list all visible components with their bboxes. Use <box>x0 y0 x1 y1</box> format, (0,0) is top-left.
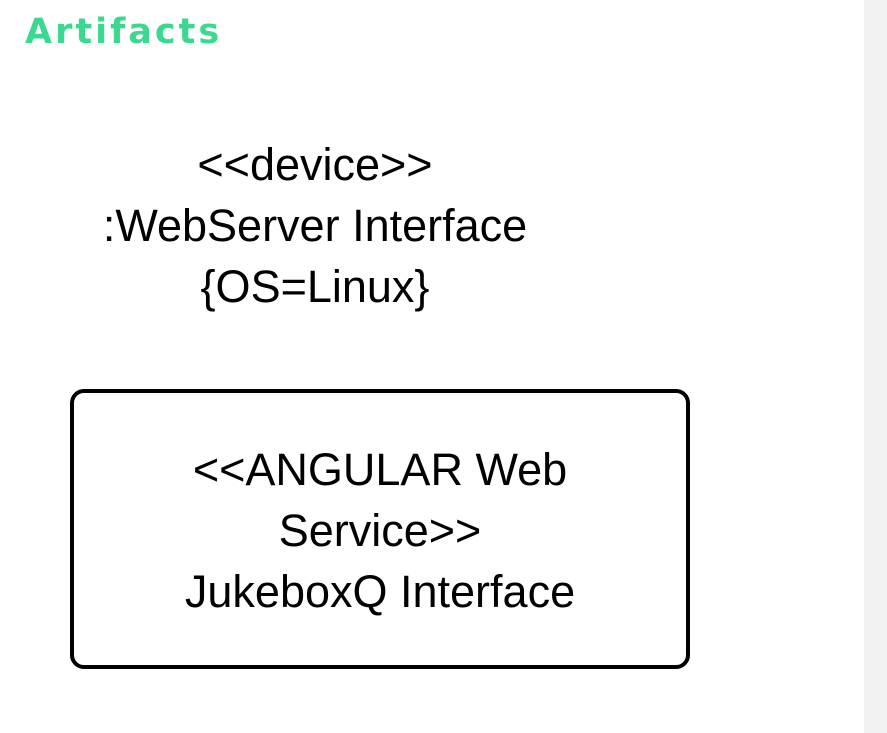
device-stereotype: <<device>> <box>197 139 433 190</box>
artifact-name: JukeboxQ Interface <box>184 566 576 617</box>
artifact-label: <<ANGULAR Web Service>> JukeboxQ Interfa… <box>74 439 686 622</box>
scrollbar-track[interactable] <box>864 0 887 733</box>
device-constraint: {OS=Linux} <box>200 261 430 312</box>
artifact-stereotype-line1: <<ANGULAR Web <box>192 444 568 495</box>
device-node: <<device>> :WebServer Interface {OS=Linu… <box>60 134 570 317</box>
artifact-stereotype-line2: Service>> <box>278 505 482 556</box>
page-heading: Artifacts <box>25 12 223 52</box>
artifact-box: <<ANGULAR Web Service>> JukeboxQ Interfa… <box>70 389 690 669</box>
device-name: :WebServer Interface <box>102 200 528 251</box>
